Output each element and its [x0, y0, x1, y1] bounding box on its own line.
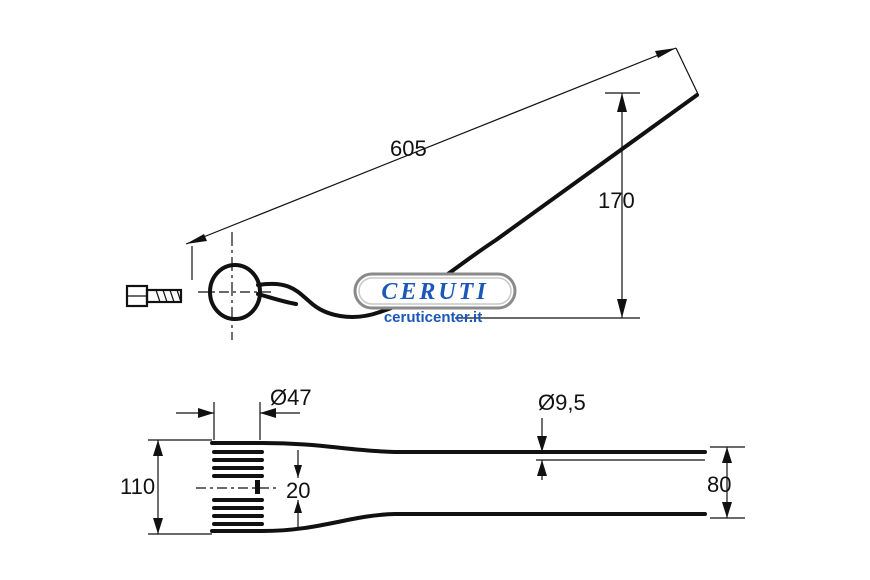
- tine-arm: [256, 93, 699, 319]
- dimension-d9-5-label: Ø9,5: [538, 390, 586, 415]
- bolt-icon: [125, 284, 183, 308]
- dimension-d47: Ø47: [176, 385, 312, 440]
- dimension-20: 20: [286, 450, 310, 528]
- ceruti-logo: CERUTI ceruticenter.it: [353, 272, 517, 326]
- dimension-80-label: 80: [707, 472, 731, 497]
- lower-tine: [210, 512, 707, 533]
- dimension-80: 80: [707, 446, 745, 519]
- dimension-170: 170: [455, 92, 640, 319]
- dimension-605-label: 605: [390, 136, 427, 161]
- logo-brand: CERUTI: [381, 279, 488, 305]
- dimension-d9-5: Ø9,5: [536, 390, 705, 480]
- coil-windings-top: [212, 450, 264, 478]
- logo-url: ceruticenter.it: [384, 309, 482, 326]
- side-view: 605 170: [125, 47, 699, 340]
- dimension-20-label: 20: [286, 478, 310, 503]
- dimension-110-label: 110: [120, 474, 155, 499]
- dimension-110: 110: [120, 439, 212, 535]
- dimension-605: 605: [185, 47, 699, 280]
- upper-tine: [210, 441, 707, 454]
- coil-windings-bottom: [212, 498, 264, 526]
- top-view: Ø47 Ø9,5 110 20: [120, 385, 745, 535]
- dimension-d47-label: Ø47: [270, 385, 312, 410]
- coil-eye: [198, 232, 272, 340]
- dimension-170-label: 170: [598, 188, 635, 213]
